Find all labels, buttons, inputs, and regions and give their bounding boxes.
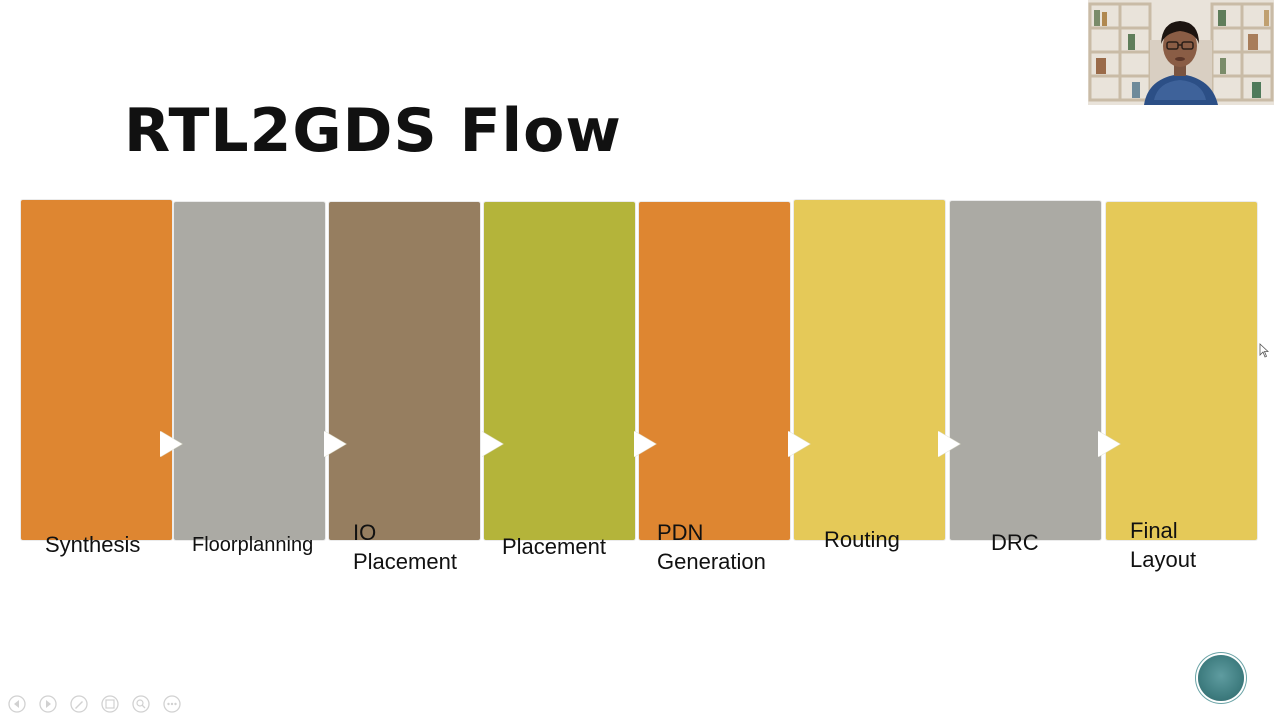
flow-step-label: Final Layout — [1130, 518, 1197, 572]
flow-arrow-icon — [788, 431, 810, 457]
flow-step-label: IO Placement — [353, 520, 457, 574]
slides-icon[interactable] — [99, 694, 121, 714]
flow-step-final-layout: Final Layout — [1106, 202, 1257, 572]
flow-step-label: Synthesis — [45, 532, 141, 557]
flow-arrow-icon — [324, 431, 346, 457]
flow-step-io-placement: IO Placement — [329, 202, 480, 574]
zoom-icon[interactable] — [130, 694, 152, 714]
flow-step-label: Placement — [502, 534, 606, 559]
flow-step-label: DRC — [991, 530, 1039, 555]
mouse-cursor-icon — [1259, 343, 1269, 358]
flow-arrow-icon — [481, 431, 503, 457]
flow-step-synthesis: Synthesis — [21, 200, 172, 557]
pen-icon[interactable] — [68, 694, 90, 714]
flow-step-floorplanning: Floorplanning — [174, 202, 325, 556]
flow-step-placement: Placement — [484, 202, 635, 559]
flow-arrow-icon — [634, 431, 656, 457]
flow-step-label: PDN Generation — [657, 520, 766, 574]
flow-arrow-icon — [160, 431, 182, 457]
back-icon[interactable] — [6, 694, 28, 714]
forward-icon[interactable] — [37, 694, 59, 714]
flow-step-label: Routing — [824, 527, 900, 552]
presenter-webcam — [1088, 0, 1274, 105]
flow-step-drc: DRC — [950, 201, 1101, 555]
flow-arrow-icon — [938, 431, 960, 457]
circular-logo-badge — [1198, 655, 1244, 701]
flow-step-label: Floorplanning — [192, 534, 314, 556]
more-icon[interactable] — [161, 694, 183, 714]
flow-step-routing: Routing — [794, 200, 945, 552]
slide-title: RTL2GDS Flow — [124, 96, 622, 166]
flow-step-pdn-generation: PDN Generation — [639, 202, 790, 574]
presentation-nav-controls — [6, 694, 183, 714]
flow-arrow-icon — [1098, 431, 1120, 457]
